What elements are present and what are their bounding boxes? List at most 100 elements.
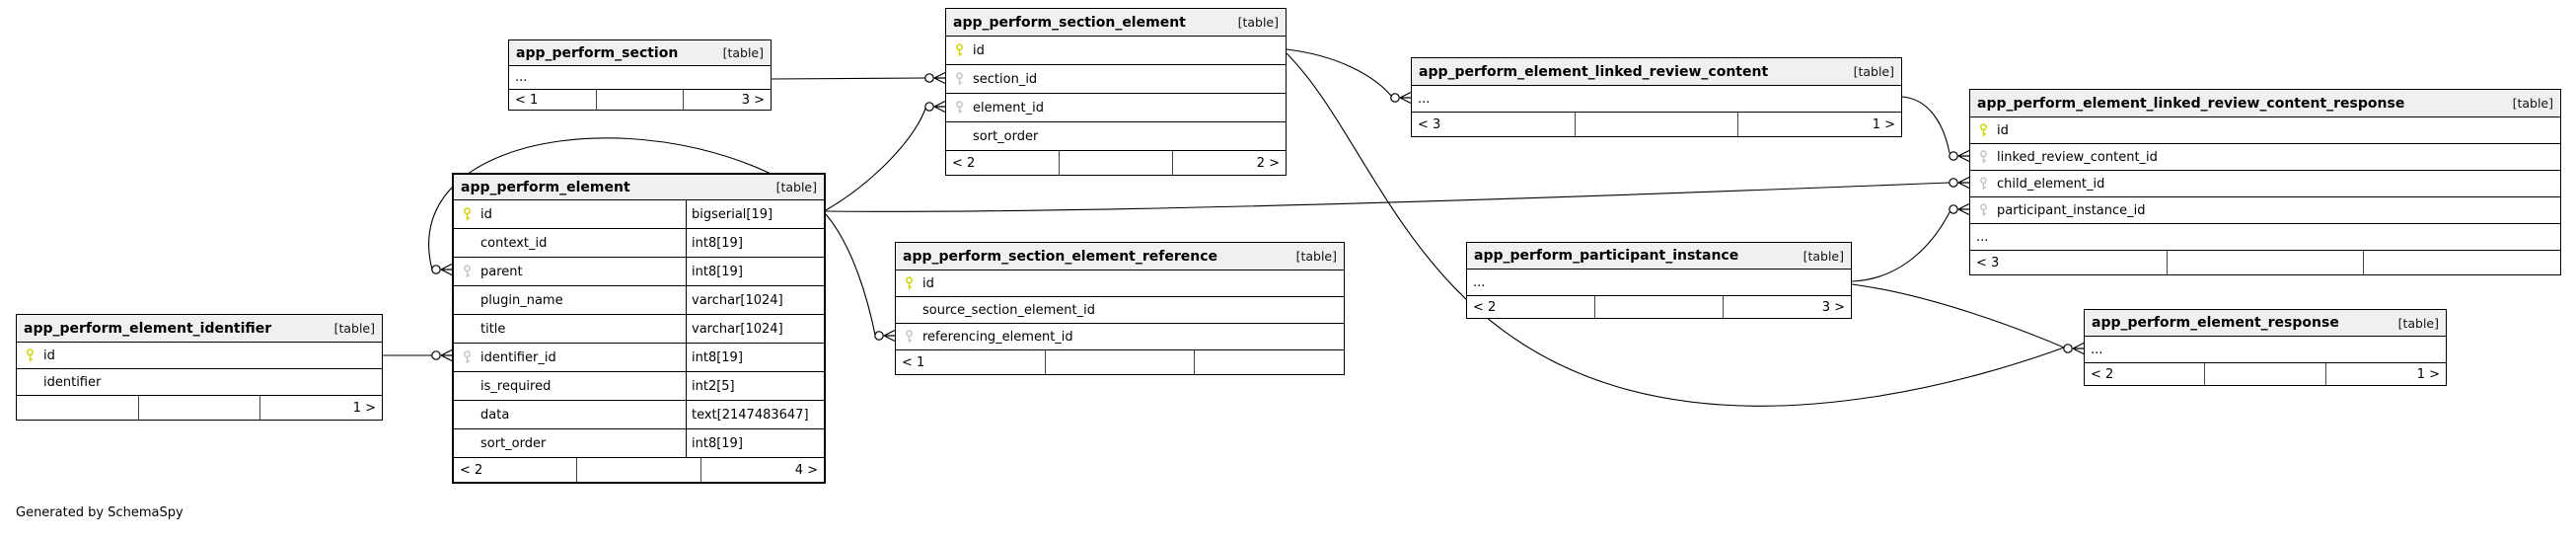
footer-spacer (595, 90, 684, 110)
column-type: int8[19] (686, 258, 824, 285)
table-app-perform-element[interactable]: app_perform_element [table] id bigserial… (452, 173, 826, 484)
column-row: referencing_element_id (896, 324, 1344, 350)
table-app-perform-participant-instance[interactable]: app_perform_participant_instance [table]… (1466, 242, 1852, 319)
child-count (1194, 350, 1344, 374)
table-header[interactable]: app_perform_participant_instance [table] (1467, 243, 1851, 270)
column-type: varchar[1024] (686, 286, 824, 314)
parent-count: < 1 (902, 354, 925, 370)
footer-spacer (2166, 251, 2364, 274)
table-name[interactable]: app_perform_element_identifier (24, 320, 272, 337)
column-row: section_id (946, 65, 1286, 94)
table-header[interactable]: app_perform_section_element [table] (946, 9, 1286, 37)
footer-spacer (1059, 151, 1172, 175)
column-row: source_section_element_id (896, 297, 1344, 324)
relation-line (1851, 283, 2065, 348)
column-row: id bigserial[19] (454, 200, 824, 229)
relation-line (825, 213, 876, 336)
column-row: sort_order (946, 122, 1286, 151)
table-name[interactable]: app_perform_element_linked_review_conten… (1977, 95, 2405, 112)
primary-key-icon (1970, 123, 1997, 137)
parent-count: < 2 (1473, 299, 1497, 315)
column-type: int8[19] (686, 344, 824, 371)
table-header[interactable]: app_perform_element_response [table] (2085, 310, 2446, 337)
table-name[interactable]: app_perform_section (516, 44, 679, 61)
parent-count (17, 396, 138, 420)
relation-line (771, 77, 926, 80)
parent-count: < 3 (1976, 255, 2000, 270)
column-row: is_required int2[5] (454, 372, 824, 401)
parent-count: < 1 (515, 92, 539, 108)
table-name[interactable]: app_perform_element_linked_review_conten… (1419, 63, 1769, 80)
foreign-key-icon (1970, 150, 1997, 164)
table-name[interactable]: app_perform_section_element_reference (903, 248, 1217, 265)
column-type: text[2147483647] (686, 401, 824, 428)
table-header[interactable]: app_perform_element [table] (454, 175, 824, 200)
footer-spacer (137, 396, 260, 420)
table-type-badge: [table] (2512, 96, 2553, 111)
column-type: varchar[1024] (686, 315, 824, 343)
column-row: id (17, 343, 382, 369)
collapsed-columns-row: ... (2085, 337, 2446, 363)
child-count: 3 > (683, 90, 771, 110)
table-header[interactable]: app_perform_section [table] (509, 40, 771, 66)
table-name[interactable]: app_perform_participant_instance (1474, 248, 1739, 264)
relation-line (825, 182, 1950, 212)
table-name[interactable]: app_perform_element_response (2092, 315, 2339, 331)
column-row: id (1970, 117, 2560, 144)
table-footer: < 1 (896, 350, 1344, 374)
table-footer: < 2 1 > (2085, 363, 2446, 385)
foreign-key-icon (896, 330, 922, 344)
foreign-key-icon (454, 265, 480, 278)
table-type-badge: [table] (333, 321, 375, 336)
column-type: int2[5] (686, 372, 824, 400)
table-type-badge: [table] (775, 180, 817, 194)
footer-spacer (576, 458, 699, 482)
table-header[interactable]: app_perform_element_linked_review_conten… (1412, 58, 1901, 86)
column-row: sort_order int8[19] (454, 429, 824, 458)
child-count: 1 > (1737, 113, 1901, 136)
column-type: bigserial[19] (686, 200, 824, 228)
column-row: context_id int8[19] (454, 229, 824, 258)
table-footer: < 3 1 > (1412, 113, 1901, 136)
relation-line (1901, 96, 1950, 154)
table-name[interactable]: app_perform_element (461, 179, 630, 195)
table-name[interactable]: app_perform_section_element (953, 14, 1186, 31)
column-row: parent int8[19] (454, 258, 824, 286)
child-count: 1 > (2324, 363, 2446, 385)
primary-key-icon (17, 348, 43, 362)
table-header[interactable]: app_perform_section_element_reference [t… (896, 243, 1344, 270)
table-app-perform-element-identifier[interactable]: app_perform_element_identifier [table] i… (16, 314, 383, 421)
column-row: linked_review_content_id (1970, 144, 2560, 171)
table-footer: < 2 4 > (454, 458, 824, 482)
table-footer: < 2 3 > (1467, 296, 1851, 318)
table-app-perform-element-response[interactable]: app_perform_element_response [table] ...… (2084, 309, 2447, 386)
table-app-perform-section[interactable]: app_perform_section [table] ... < 1 3 > (508, 39, 772, 111)
column-row: id (896, 270, 1344, 297)
column-row: plugin_name varchar[1024] (454, 286, 824, 315)
table-header[interactable]: app_perform_element_identifier [table] (17, 315, 382, 343)
parent-count: < 2 (952, 155, 976, 171)
column-type: int8[19] (686, 429, 824, 457)
foreign-key-icon (1970, 177, 1997, 191)
footer-spacer (1594, 296, 1723, 318)
relation-line (428, 137, 827, 270)
primary-key-icon (454, 207, 480, 221)
table-type-badge: [table] (1295, 249, 1337, 264)
footer-spacer (1574, 113, 1738, 136)
table-app-perform-section-element[interactable]: app_perform_section_element [table] id s… (945, 8, 1287, 176)
relation-line (1286, 52, 2065, 407)
child-count: 2 > (1172, 151, 1286, 175)
generator-note: Generated by SchemaSpy (16, 505, 184, 520)
footer-spacer (1044, 350, 1195, 374)
child-count: 3 > (1723, 296, 1851, 318)
relation-line (1286, 48, 1392, 97)
table-app-perform-element-linked-review-content-response[interactable]: app_perform_element_linked_review_conten… (1969, 89, 2561, 275)
column-row: data text[2147483647] (454, 401, 824, 429)
table-app-perform-element-linked-review-content[interactable]: app_perform_element_linked_review_conten… (1411, 57, 1902, 137)
table-type-badge: [table] (2397, 315, 2439, 331)
table-type-badge: [table] (1853, 64, 1894, 79)
table-footer: < 3 (1970, 251, 2560, 274)
table-header[interactable]: app_perform_element_linked_review_conten… (1970, 90, 2560, 117)
table-app-perform-section-element-reference[interactable]: app_perform_section_element_reference [t… (895, 242, 1345, 375)
